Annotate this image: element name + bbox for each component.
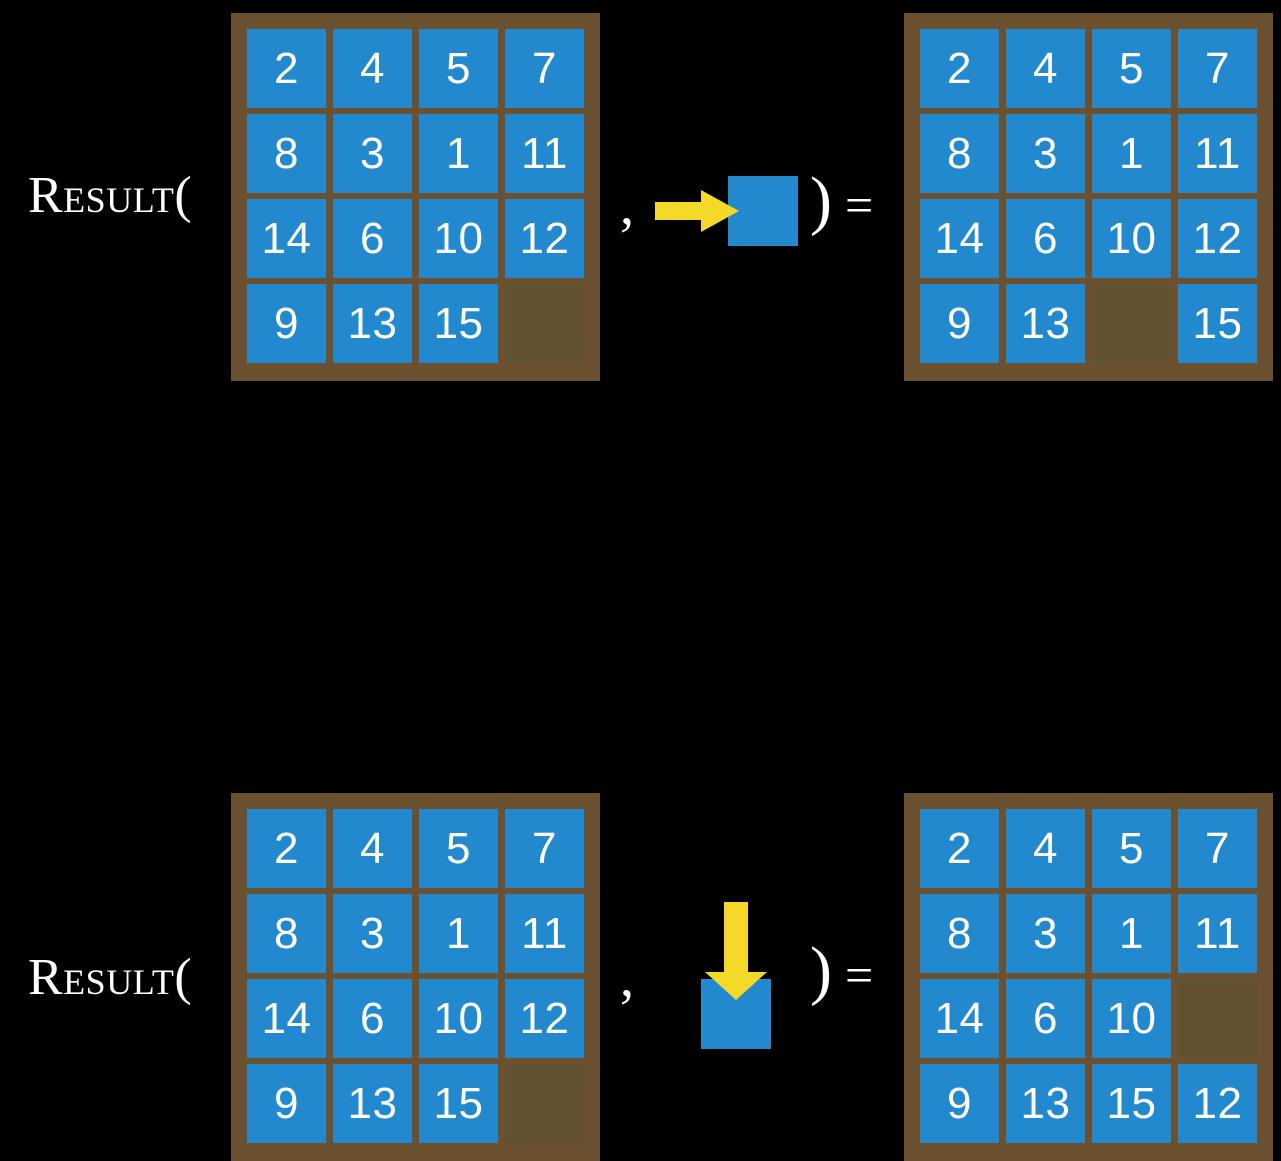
puzzle-tile[interactable]: 7 xyxy=(505,29,584,108)
puzzle-tile[interactable]: 4 xyxy=(333,29,412,108)
puzzle-tile[interactable]: 10 xyxy=(419,979,498,1058)
result-function-label-row-2: Result( xyxy=(28,949,193,1006)
puzzle-tile[interactable]: 14 xyxy=(920,199,999,278)
puzzle-tile[interactable]: 14 xyxy=(920,979,999,1058)
puzzle-tile[interactable]: 8 xyxy=(920,114,999,193)
puzzle-tile[interactable]: 2 xyxy=(920,29,999,108)
puzzle-tile[interactable]: 15 xyxy=(1178,284,1257,363)
output-board-row-2: 2 4 5 7 8 3 1 11 14 6 10 9 13 15 12 xyxy=(904,793,1273,1161)
puzzle-tile[interactable]: 5 xyxy=(1092,809,1171,888)
puzzle-tile[interactable]: 6 xyxy=(333,979,412,1058)
puzzle-tile[interactable]: 9 xyxy=(920,284,999,363)
argument-separator-comma: , xyxy=(620,947,634,1009)
puzzle-tile[interactable]: 8 xyxy=(247,894,326,973)
result-function-label-row-1: Result( xyxy=(28,167,193,224)
puzzle-tile[interactable]: 13 xyxy=(1006,284,1085,363)
puzzle-tile[interactable]: 13 xyxy=(333,284,412,363)
equation-row-2: Result( 2 4 5 7 8 3 1 11 14 6 10 12 9 13… xyxy=(0,390,1281,1161)
argument-separator-comma: , xyxy=(620,175,634,237)
puzzle-tile[interactable]: 14 xyxy=(247,979,326,1058)
puzzle-empty-cell[interactable] xyxy=(1178,979,1257,1058)
close-paren: ) xyxy=(810,164,832,237)
equals-sign: = xyxy=(845,947,874,1003)
puzzle-tile[interactable]: 4 xyxy=(1006,809,1085,888)
puzzle-tile[interactable]: 6 xyxy=(1006,979,1085,1058)
input-board-row-2: 2 4 5 7 8 3 1 11 14 6 10 12 9 13 15 xyxy=(231,793,600,1161)
board-grid: 2 4 5 7 8 3 1 11 14 6 10 12 9 13 15 xyxy=(247,29,584,365)
puzzle-tile[interactable]: 10 xyxy=(419,199,498,278)
puzzle-tile[interactable]: 5 xyxy=(1092,29,1171,108)
puzzle-tile[interactable]: 15 xyxy=(1092,1064,1171,1143)
puzzle-tile[interactable]: 13 xyxy=(1006,1064,1085,1143)
arrow-right-icon xyxy=(655,190,739,232)
puzzle-tile[interactable]: 9 xyxy=(920,1064,999,1143)
puzzle-tile[interactable]: 14 xyxy=(247,199,326,278)
puzzle-tile[interactable]: 11 xyxy=(505,894,584,973)
board-grid: 2 4 5 7 8 3 1 11 14 6 10 9 13 15 12 xyxy=(920,809,1257,1145)
puzzle-tile[interactable]: 11 xyxy=(1178,894,1257,973)
puzzle-tile[interactable]: 4 xyxy=(333,809,412,888)
puzzle-tile[interactable]: 9 xyxy=(247,284,326,363)
puzzle-tile[interactable]: 12 xyxy=(1178,1064,1257,1143)
puzzle-tile[interactable]: 3 xyxy=(1006,114,1085,193)
equation-row-1: Result( 2 4 5 7 8 3 1 11 14 6 10 12 9 13… xyxy=(0,0,1281,390)
puzzle-tile[interactable]: 2 xyxy=(920,809,999,888)
puzzle-tile[interactable]: 7 xyxy=(505,809,584,888)
puzzle-tile[interactable]: 1 xyxy=(419,894,498,973)
puzzle-tile[interactable]: 12 xyxy=(1178,199,1257,278)
board-grid: 2 4 5 7 8 3 1 11 14 6 10 12 9 13 15 xyxy=(920,29,1257,365)
puzzle-tile[interactable]: 15 xyxy=(419,1064,498,1143)
puzzle-tile[interactable]: 5 xyxy=(419,29,498,108)
puzzle-tile[interactable]: 8 xyxy=(920,894,999,973)
puzzle-tile[interactable]: 1 xyxy=(419,114,498,193)
puzzle-tile[interactable]: 4 xyxy=(1006,29,1085,108)
puzzle-tile[interactable]: 3 xyxy=(1006,894,1085,973)
puzzle-tile[interactable]: 6 xyxy=(1006,199,1085,278)
output-board-row-1: 2 4 5 7 8 3 1 11 14 6 10 12 9 13 15 xyxy=(904,13,1273,381)
puzzle-tile[interactable]: 2 xyxy=(247,29,326,108)
puzzle-tile[interactable]: 1 xyxy=(1092,114,1171,193)
puzzle-tile[interactable]: 12 xyxy=(505,199,584,278)
equals-sign: = xyxy=(845,177,874,233)
puzzle-tile[interactable]: 2 xyxy=(247,809,326,888)
puzzle-tile[interactable]: 15 xyxy=(419,284,498,363)
puzzle-tile[interactable]: 10 xyxy=(1092,199,1171,278)
puzzle-tile[interactable]: 11 xyxy=(505,114,584,193)
puzzle-tile[interactable]: 8 xyxy=(247,114,326,193)
puzzle-tile[interactable]: 7 xyxy=(1178,809,1257,888)
puzzle-tile[interactable]: 3 xyxy=(333,894,412,973)
puzzle-tile[interactable]: 12 xyxy=(505,979,584,1058)
puzzle-empty-cell[interactable] xyxy=(505,1064,584,1143)
puzzle-empty-cell[interactable] xyxy=(505,284,584,363)
puzzle-tile[interactable]: 6 xyxy=(333,199,412,278)
close-paren: ) xyxy=(810,934,832,1007)
puzzle-tile[interactable]: 7 xyxy=(1178,29,1257,108)
puzzle-empty-cell[interactable] xyxy=(1092,284,1171,363)
puzzle-tile[interactable]: 5 xyxy=(419,809,498,888)
arrow-down-icon xyxy=(705,902,767,1000)
puzzle-tile[interactable]: 10 xyxy=(1092,979,1171,1058)
puzzle-tile[interactable]: 1 xyxy=(1092,894,1171,973)
board-grid: 2 4 5 7 8 3 1 11 14 6 10 12 9 13 15 xyxy=(247,809,584,1145)
puzzle-tile[interactable]: 3 xyxy=(333,114,412,193)
puzzle-tile[interactable]: 13 xyxy=(333,1064,412,1143)
operator-blank-tile-row-1 xyxy=(728,176,798,246)
puzzle-tile[interactable]: 11 xyxy=(1178,114,1257,193)
input-board-row-1: 2 4 5 7 8 3 1 11 14 6 10 12 9 13 15 xyxy=(231,13,600,381)
puzzle-tile[interactable]: 9 xyxy=(247,1064,326,1143)
